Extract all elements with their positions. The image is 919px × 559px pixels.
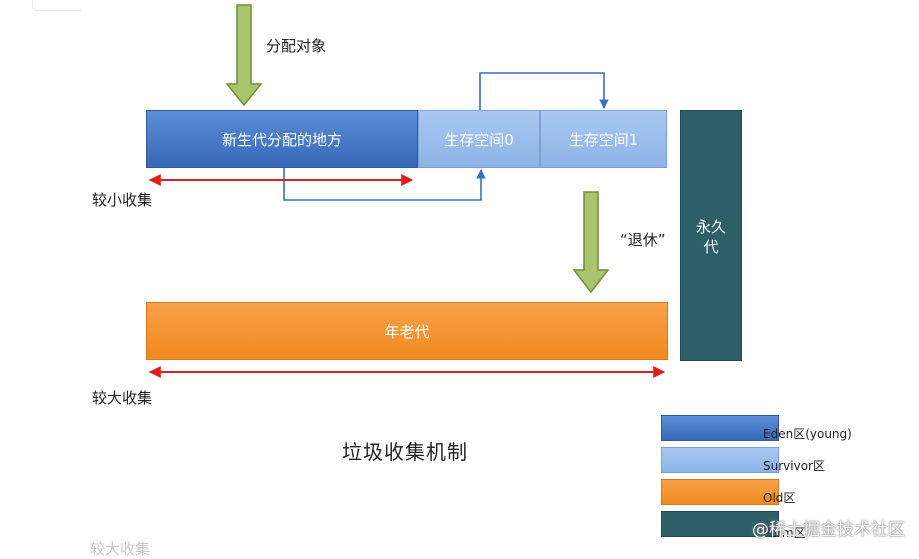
legend-label-eden: Eden区(young) [763,427,852,441]
diagram-title: 垃圾收集机制 [342,440,468,464]
major-gc-label: 较大收集 [92,389,153,407]
watermark: @稀土掘金技术社区 [752,520,905,540]
old-label: 年老代 [384,322,430,341]
perm-space: 永久 代 [680,110,742,361]
survivor0-label: 生存空间0 [444,130,514,149]
legend-label-old: Old区 [763,491,796,505]
retire-label: “退休” [620,231,666,249]
survivor-space-1: 生存空间1 [540,110,667,168]
survivor1-label: 生存空间1 [568,130,639,149]
eden-to-survivor-connector [283,168,486,201]
faded-text: 较大收集 [90,540,151,558]
corner-decoration [32,0,81,11]
legend-label-survivor: Survivor区 [763,459,825,473]
perm-label-line2: 代 [703,238,719,256]
eden-label: 新生代分配的地方 [221,130,342,149]
legend-swatch-old [661,479,779,505]
old-space: 年老代 [146,302,668,360]
eden-space: 新生代分配的地方 [146,110,418,168]
minor-gc-label: 较小收集 [92,191,153,209]
retire-arrow [572,191,610,294]
survivor-space-0: 生存空间0 [418,110,540,168]
legend-swatch-perm [661,511,779,537]
survivor-swap-connector [479,72,609,110]
legend-swatch-survivor [661,447,779,473]
legend-swatch-eden [661,415,779,441]
perm-label-line1: 永久 [695,218,726,236]
alloc-arrow [225,4,263,107]
alloc-label: 分配对象 [266,37,327,55]
legend-label-perm: Perm区 [763,526,806,540]
